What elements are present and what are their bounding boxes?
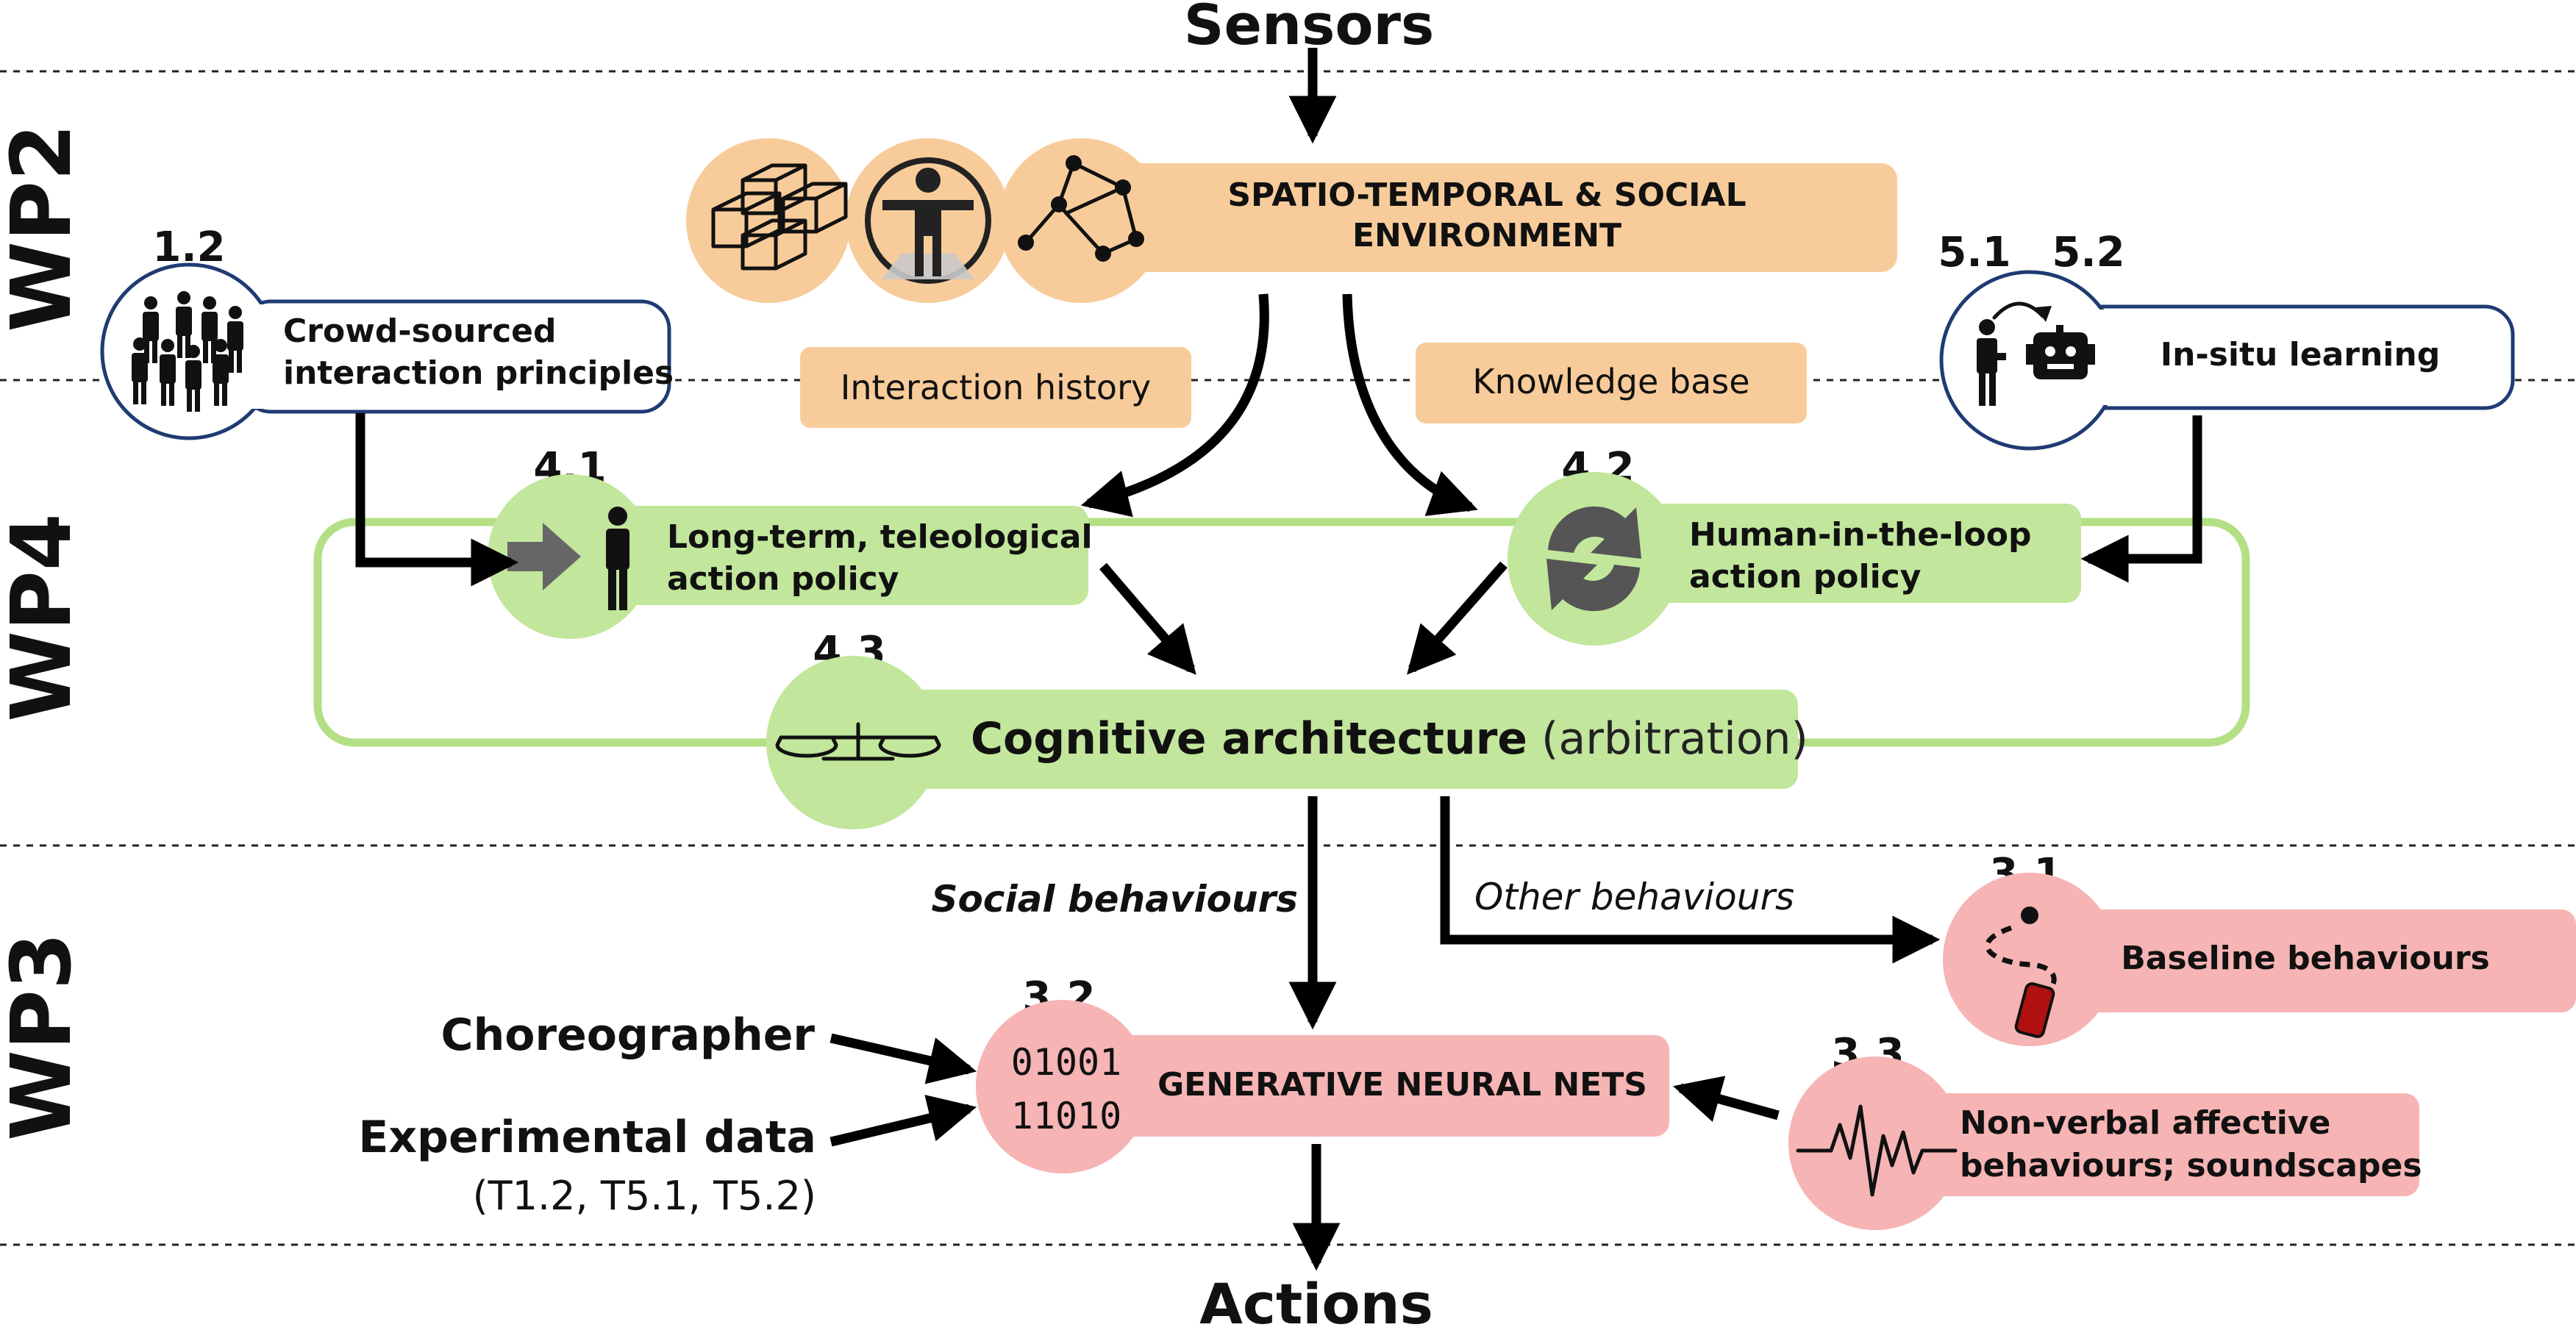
robot-learning-icon <box>1977 301 2095 406</box>
choreographer-arrow <box>829 1033 977 1084</box>
experimental-data-label: Experimental data <box>358 1112 816 1163</box>
nonverbal-to-generative-arrow <box>1672 1076 1780 1122</box>
arrow-person-icon <box>507 507 629 610</box>
nonverbal-box <box>1875 1093 2419 1196</box>
wp2-label: WP2 <box>0 124 90 332</box>
long-term-label-line1: Long-term, teleological <box>667 518 1093 556</box>
environment-box <box>1044 163 1897 272</box>
baseline-box <box>2030 909 2576 1012</box>
generative-neural-nets-node: 3.2 01001 11010 GENERATIVE NEURAL NETS <box>976 973 1669 1173</box>
insitu-label: In-situ learning <box>2161 336 2440 373</box>
experimental-data-sublabel: (T1.2, T5.1, T5.2) <box>473 1173 816 1219</box>
crowd-join-mask <box>246 304 290 409</box>
balance-scale-icon <box>775 722 941 761</box>
generative-circle <box>976 1000 1149 1173</box>
nonverbal-label-line2: behaviours; soundscapes <box>1960 1147 2422 1184</box>
non-verbal-affective-node: 3.3 Non-verbal affective behaviours; sou… <box>1788 1030 2422 1230</box>
crowd-label-line2: interaction principles <box>283 354 674 392</box>
experimental-data-arrow <box>829 1095 977 1147</box>
cognitive-box <box>868 690 1798 789</box>
nonverbal-label-line1: Non-verbal affective <box>1960 1104 2330 1142</box>
human-in-the-loop-node: 4.2 Human-in-the-loop action policy <box>1508 444 2081 646</box>
actions-label: Actions <box>1199 1271 1433 1330</box>
boxes-icon <box>711 163 848 271</box>
cognitive-circle <box>766 656 940 829</box>
crowd-label-line1: Crowd-sourced <box>283 312 557 350</box>
knowledge-base-box <box>1416 343 1807 423</box>
nonverbal-circle <box>1788 1057 1962 1230</box>
generative-label: GENERATIVE NEURAL NETS <box>1157 1066 1647 1104</box>
environment-title-line2: ENVIRONMENT <box>1352 217 1621 254</box>
hitl-circle <box>1508 472 1681 646</box>
interaction-history-label: Interaction history <box>841 368 1151 407</box>
in-situ-learning-node: 5.1 5.2 In-situ learning <box>1938 229 2515 451</box>
cycle-icon <box>1546 506 1641 612</box>
insitu-number-2: 5.2 <box>2052 229 2124 276</box>
baseline-behaviours-node: 3.1 Baseline behaviours <box>1943 850 2576 1046</box>
insitu-number-1: 5.1 <box>1938 229 2011 276</box>
human-body-icon <box>865 157 991 284</box>
long-term-policy-node: 4.1 Long-term, teleological action polic… <box>488 444 1093 639</box>
interaction-history-box <box>800 347 1191 428</box>
graph-network-icon <box>1018 155 1144 262</box>
long-term-label-line2: action policy <box>667 560 899 598</box>
environment-to-hitl-arrow <box>1342 293 1478 516</box>
binary-line-1: 01001 <box>1011 1041 1122 1084</box>
environment-title-line1: SPATIO-TEMPORAL & SOCIAL <box>1227 176 1746 214</box>
wp3-label: WP3 <box>0 932 90 1141</box>
cognitive-label-rest: (arbitration) <box>1527 713 1808 765</box>
other-behaviours-label: Other behaviours <box>1474 876 1794 918</box>
cognitive-label-bold: Cognitive architecture <box>971 713 1527 765</box>
hitl-box <box>1588 504 2081 603</box>
crowd-icon <box>132 291 243 412</box>
spatio-temporal-environment-node: SPATIO-TEMPORAL & SOCIAL ENVIRONMENT <box>686 138 1897 303</box>
crowd-to-long-term-arrow <box>355 413 519 587</box>
insitu-to-hitl-arrow <box>2080 415 2202 583</box>
binary-line-2: 11010 <box>1011 1095 1122 1137</box>
waveform-icon <box>1796 1104 1958 1197</box>
cognitive-architecture-node: 4.3 Cognitive architecture (arbitration) <box>766 628 1808 829</box>
knowledge-base-label: Knowledge base <box>1472 362 1749 401</box>
baseline-label: Baseline behaviours <box>2121 940 2489 977</box>
crowd-sourced-node: 1.2 Crowd-sourced interaction principles <box>100 224 674 440</box>
cognitive-label: Cognitive architecture (arbitration) <box>971 713 1808 765</box>
environment-to-long-term-arrow <box>1080 293 1269 518</box>
generative-box <box>1030 1035 1669 1137</box>
baseline-circle <box>1943 873 2116 1046</box>
hitl-to-cognitive-arrow <box>1407 561 1508 675</box>
hitl-label-line1: Human-in-the-loop <box>1689 516 2031 554</box>
environment-circle-3 <box>999 138 1163 303</box>
path-robot-icon <box>1985 907 2057 1038</box>
wp4-label: WP4 <box>0 513 90 722</box>
choreographer-label: Choreographer <box>441 1009 816 1061</box>
social-behaviours-label: Social behaviours <box>931 878 1298 920</box>
other-behaviours-arrow <box>1440 796 1941 964</box>
hitl-label-line2: action policy <box>1689 558 1921 596</box>
long-term-box <box>574 506 1088 605</box>
long-term-to-cognitive-arrow <box>1099 562 1196 675</box>
